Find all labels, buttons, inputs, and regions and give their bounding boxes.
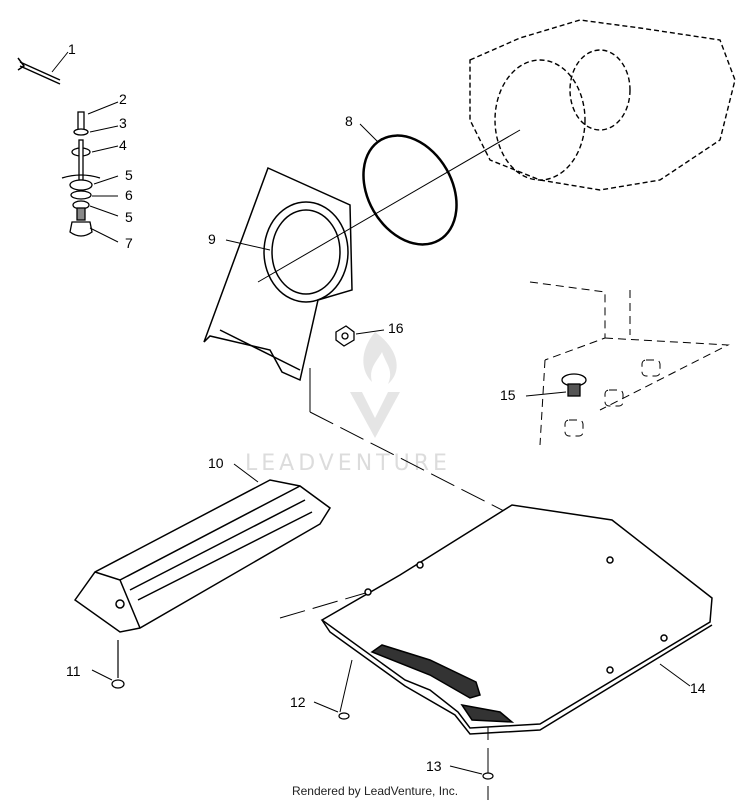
part-14-floor-panel: [320, 504, 713, 735]
part-16-nut: [335, 325, 355, 347]
callout-5a: 5: [125, 167, 133, 183]
callout-8: 8: [345, 113, 353, 129]
part-13-screw: [482, 772, 494, 780]
screws: [111, 640, 494, 780]
leadventure-watermark: LEADVENTURE: [245, 332, 451, 476]
callout-2: 2: [119, 91, 127, 107]
callout-1: 1: [68, 41, 76, 57]
part-12-screw: [338, 712, 350, 720]
callout-labels: 1 2 3 4 5 6 5 7 8 9 16 15 10 11 12 13 14: [66, 41, 706, 774]
watermark-v-icon: [350, 392, 400, 438]
callout-5b: 5: [125, 209, 133, 225]
part-11-screw: [111, 640, 125, 689]
parts-2-7-hardware-stack: [61, 111, 101, 237]
callout-16: 16: [388, 320, 404, 336]
callout-7: 7: [125, 235, 133, 251]
frame-reference-dashed: [529, 281, 730, 446]
callout-9: 9: [208, 231, 216, 247]
callout-6: 6: [125, 187, 133, 203]
leader-lines: [51, 51, 691, 775]
callout-14: 14: [690, 680, 706, 696]
part-15-push-rivet: [561, 373, 587, 397]
footer-credit: Rendered by LeadVenture, Inc.: [291, 784, 459, 798]
part-1-pin: [17, 57, 61, 85]
part-9-duct: [203, 166, 353, 382]
callout-11: 11: [66, 663, 81, 679]
callout-15: 15: [500, 387, 516, 403]
transmission-housing-outline: [469, 19, 736, 191]
callout-13: 13: [426, 758, 442, 774]
callout-3: 3: [119, 115, 127, 131]
watermark-flame-icon: [363, 332, 397, 384]
callout-4: 4: [119, 137, 127, 153]
callout-12: 12: [290, 694, 306, 710]
callout-10: 10: [208, 455, 224, 471]
part-8-o-ring: [362, 134, 458, 246]
watermark-text: LEADVENTURE: [245, 451, 451, 476]
part-10-footrest: [73, 479, 332, 633]
